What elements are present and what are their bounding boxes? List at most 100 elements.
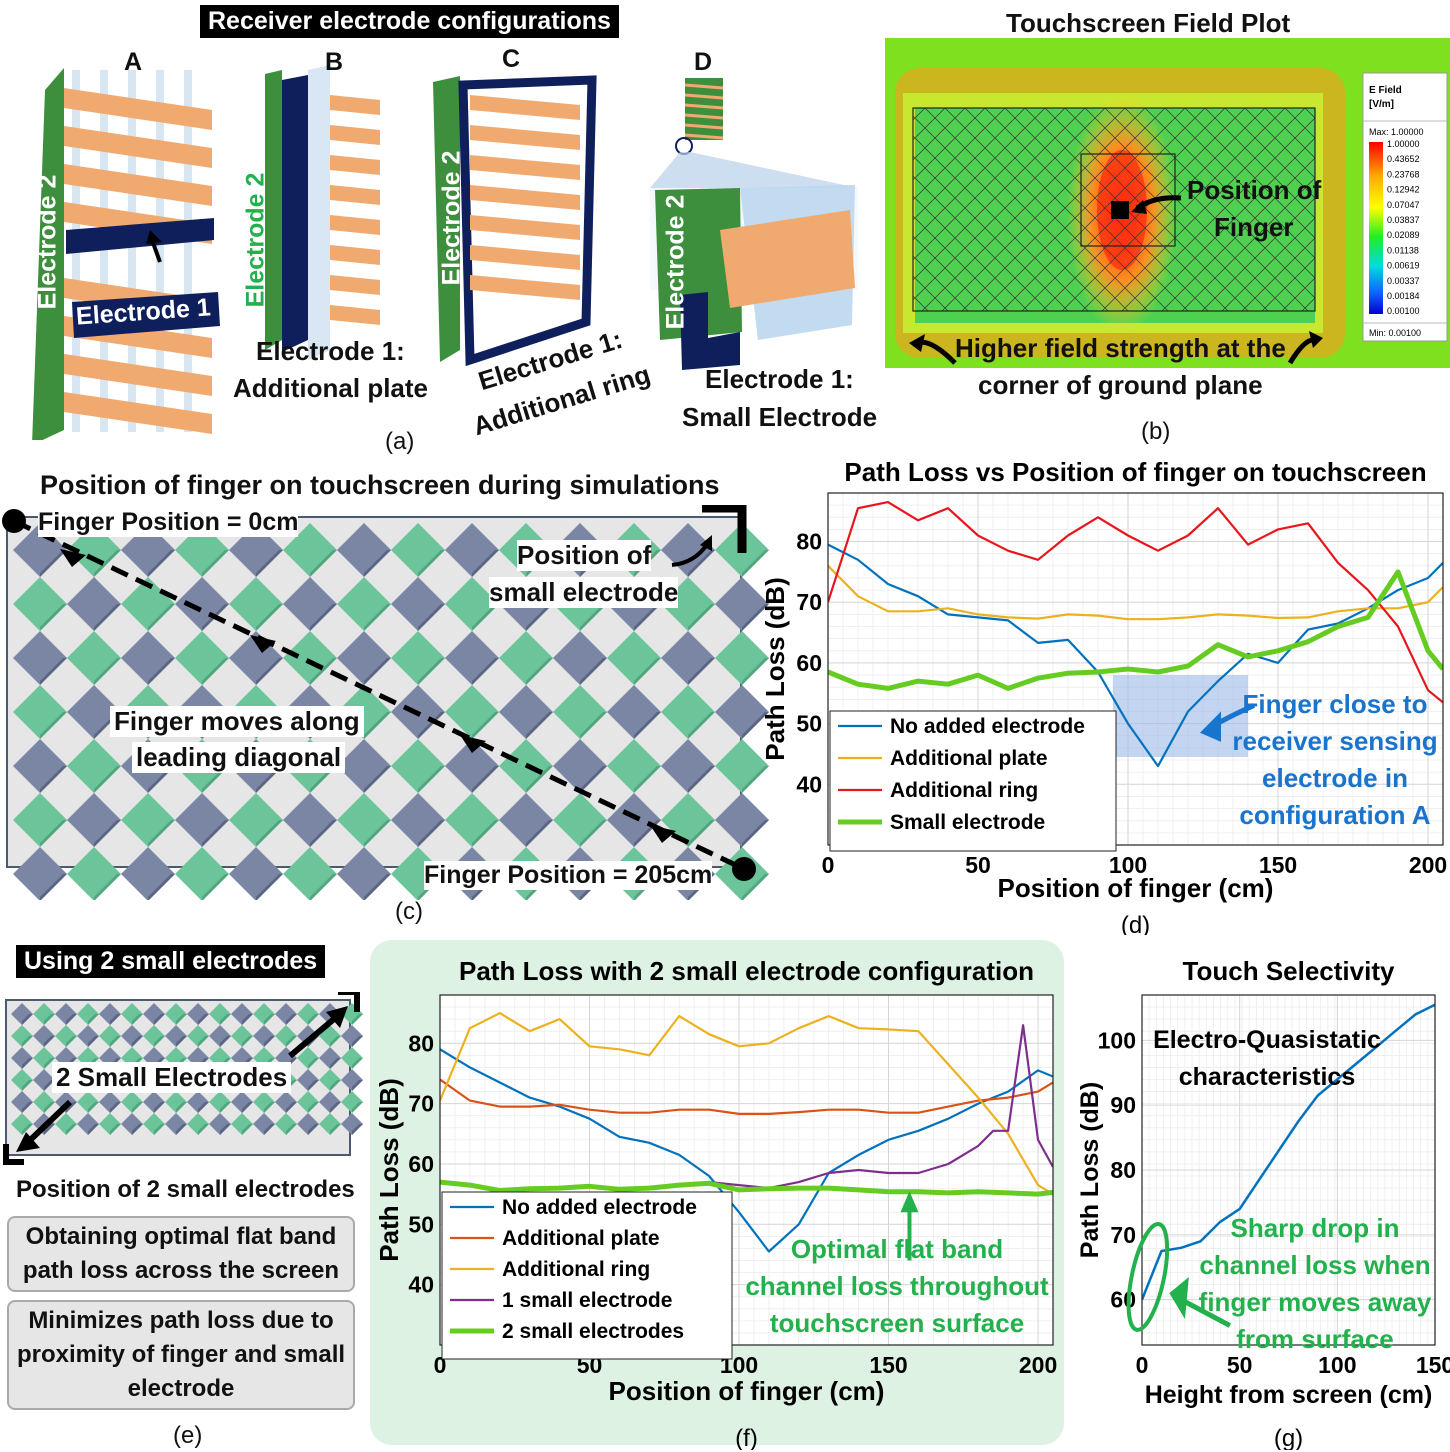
- touch-pad-shade: [22, 1014, 33, 1025]
- legend-entry: No added electrode: [890, 715, 1085, 738]
- x-tick-label: 150: [869, 1352, 907, 1378]
- touch-pad-shade: [148, 604, 175, 631]
- touch-pad-shade: [742, 766, 769, 793]
- touch-pad-shade: [198, 1036, 209, 1047]
- touch-pad-shade: [634, 604, 661, 631]
- annotation-arrowhead: [1200, 711, 1221, 742]
- y-tick-label: 60: [796, 650, 822, 676]
- touch-pad-shade: [88, 1102, 99, 1113]
- start-position-label: Finger Position = 0cm: [38, 508, 299, 537]
- annotation-text: from surface: [1236, 1324, 1394, 1354]
- touch-pad-shade: [88, 1036, 99, 1047]
- touch-pad-shade: [308, 1102, 319, 1113]
- electrode2-label-b: Electrode 2: [241, 172, 270, 308]
- y-tick-label: 60: [408, 1151, 434, 1177]
- touch-pad-shade: [256, 550, 283, 577]
- touch-pad-shade: [148, 874, 175, 900]
- touch-pad-shade: [110, 1102, 121, 1113]
- y-tick-label: 70: [796, 589, 822, 615]
- move-label-2: leading diagonal: [132, 742, 346, 773]
- touch-pad-shade: [256, 658, 283, 685]
- touch-pad-shade: [44, 1058, 55, 1069]
- panel-label: (d): [1121, 912, 1150, 935]
- touch-pad-shade: [202, 550, 229, 577]
- touchscreen-diagonal: [2, 505, 769, 900]
- touch-pad-shade: [264, 1036, 275, 1047]
- x-tick-label: 0: [822, 852, 835, 878]
- legend-value: 0.07047: [1387, 200, 1420, 210]
- touch-pad-shade: [94, 604, 121, 631]
- touch-pad-shade: [688, 820, 715, 847]
- y-axis-label: Path Loss (dB): [374, 1078, 404, 1261]
- x-axis-label: Height from screen (cm): [1145, 1381, 1433, 1409]
- touch-pad-shade: [580, 766, 607, 793]
- touch-pad-shade: [176, 1014, 187, 1025]
- touch-pad-shade: [364, 820, 391, 847]
- y-tick-label: 70: [408, 1091, 434, 1117]
- x-tick-label: 50: [965, 852, 991, 878]
- touch-pad-shade: [352, 1014, 363, 1025]
- touch-pad-shade: [40, 712, 67, 739]
- legend-value: 0.12942: [1387, 185, 1420, 195]
- panel-a-label: (a): [385, 428, 415, 455]
- touch-pad-shade: [154, 1124, 165, 1135]
- annotation-top-text: characteristics: [1179, 1063, 1356, 1091]
- y-tick-label: 40: [408, 1272, 434, 1298]
- touch-pad-shade: [148, 820, 175, 847]
- touch-pad-shade: [688, 604, 715, 631]
- touch-pad-shade: [44, 1036, 55, 1047]
- y-tick-label: 80: [1110, 1157, 1136, 1183]
- panel-c-title: Position of finger on touchscreen during…: [40, 470, 720, 500]
- touch-pad-shade: [264, 1014, 275, 1025]
- touch-pad-shade: [364, 604, 391, 631]
- field-plot: E Field [V/m] Max: 1.00000 Min: 0.00100 …: [885, 38, 1450, 368]
- touch-pad-shade: [40, 766, 67, 793]
- two-electrode-grid: [11, 1003, 363, 1135]
- annotation-text: finger moves away: [1199, 1287, 1432, 1317]
- panel-label: (g): [1274, 1425, 1303, 1450]
- axes-frame: [1141, 994, 1436, 1346]
- touch-pad-shade: [220, 1124, 231, 1135]
- touch-pad-shade: [44, 1014, 55, 1025]
- touch-pad-shade: [22, 1036, 33, 1047]
- annotation-text: Sharp drop in: [1231, 1213, 1400, 1243]
- touch-pad-shade: [198, 1124, 209, 1135]
- touch-pad-shade: [264, 1124, 275, 1135]
- x-axis-label: Position of finger (cm): [609, 1376, 885, 1406]
- two-electrodes-label: 2 Small Electrodes: [52, 1062, 292, 1093]
- touch-pad-shade: [154, 1014, 165, 1025]
- caption-b-1: Electrode 1:: [256, 336, 405, 366]
- electrode2-label-d: Electrode 2: [661, 194, 690, 330]
- legend-value: 0.23768: [1387, 169, 1420, 179]
- touch-pad-shade: [352, 1102, 363, 1113]
- highlight-region: [1113, 675, 1248, 757]
- legend-entry: 2 small electrodes: [502, 1320, 684, 1343]
- y-axis-label: Path Loss (dB): [1076, 1082, 1104, 1258]
- touch-pad-shade: [22, 1058, 33, 1069]
- config-a-drawing: [32, 68, 220, 440]
- y-tick-label: 100: [1098, 1027, 1136, 1053]
- series-line-3: [828, 569, 1443, 691]
- annotation-arrowhead: [900, 1191, 919, 1213]
- annotation-arrowhead: [1169, 1276, 1189, 1320]
- y-tick-label: 90: [1110, 1092, 1136, 1118]
- config-d-drawing: [650, 78, 858, 370]
- touch-pad-shade: [286, 1102, 297, 1113]
- touch-pad-shade: [310, 604, 337, 631]
- touch-pad-shade: [110, 1124, 121, 1135]
- touch-pad-shade: [580, 604, 607, 631]
- series-line-1: [440, 1078, 1053, 1115]
- touch-pad-shade: [688, 550, 715, 577]
- legend-entry: Additional plate: [502, 1227, 660, 1250]
- letter-d: D: [694, 48, 713, 76]
- touch-pad-shade: [220, 1036, 231, 1047]
- touch-pad-shade: [242, 1036, 253, 1047]
- chart-title: Path Loss with 2 small electrode configu…: [459, 956, 1034, 986]
- touch-pad-shade: [264, 1102, 275, 1113]
- legend-min: Min: 0.00100: [1369, 328, 1421, 338]
- field-note-1: Higher field strength at the: [955, 333, 1286, 363]
- touch-pad-shade: [40, 820, 67, 847]
- touch-pad-shade: [94, 766, 121, 793]
- touch-pad-shade: [526, 658, 553, 685]
- touch-pad-shade: [634, 658, 661, 685]
